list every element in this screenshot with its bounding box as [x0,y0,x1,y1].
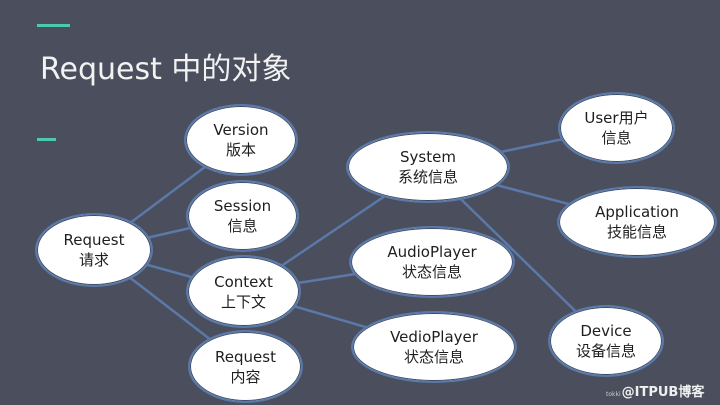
node-label-en: Session [213,197,272,215]
node-application: Application 技能信息 [557,186,717,258]
node-label-en: Device [580,322,632,340]
node-label-zh: 上下文 [220,292,266,311]
node-request-content: Request 内容 [188,330,303,403]
node-label-en: System [400,148,456,166]
side-accent-bar [37,138,56,141]
node-label-zh: 内容 [230,367,261,386]
node-device: Device 设备信息 [548,305,664,377]
top-accent-bar [37,24,70,27]
node-request: Request 请求 [35,213,153,287]
watermark: tokki@ITPUB博客 [606,381,704,400]
node-label-zh: 系统信息 [397,168,458,186]
node-label-en: Context [214,272,273,291]
node-label-en: User用户 [584,109,649,127]
node-label-en: AudioPlayer [387,243,477,261]
node-label-en: VedioPlayer [390,328,478,346]
node-label-zh: 信息 [601,129,632,147]
node-label-zh: 状态信息 [403,348,464,366]
node-label-en: Application [595,203,679,221]
node-label-zh: 技能信息 [606,223,667,241]
node-vedioplayer: VedioPlayer 状态信息 [351,311,517,383]
node-system: System 系统信息 [346,131,510,203]
node-label-en: Version [213,121,269,139]
node-label-zh: 状态信息 [401,263,462,281]
node-context: Context 上下文 [186,255,301,328]
node-label-zh: 版本 [225,141,256,159]
watermark-small-text: tokki [606,391,621,398]
node-version: Version 版本 [184,104,298,176]
node-label-zh: 设备信息 [575,342,636,360]
node-session: Session 信息 [186,180,299,252]
watermark-text: @ITPUB博客 [621,385,705,400]
node-label-en: Request [63,231,125,249]
node-label-zh: 信息 [227,217,258,235]
slide-title: Request 中的对象 [40,52,292,87]
node-user: User用户 信息 [558,92,675,164]
node-label-en: Request [215,347,276,366]
node-label-zh: 请求 [78,251,109,269]
node-audioplayer: AudioPlayer 状态信息 [349,226,515,298]
